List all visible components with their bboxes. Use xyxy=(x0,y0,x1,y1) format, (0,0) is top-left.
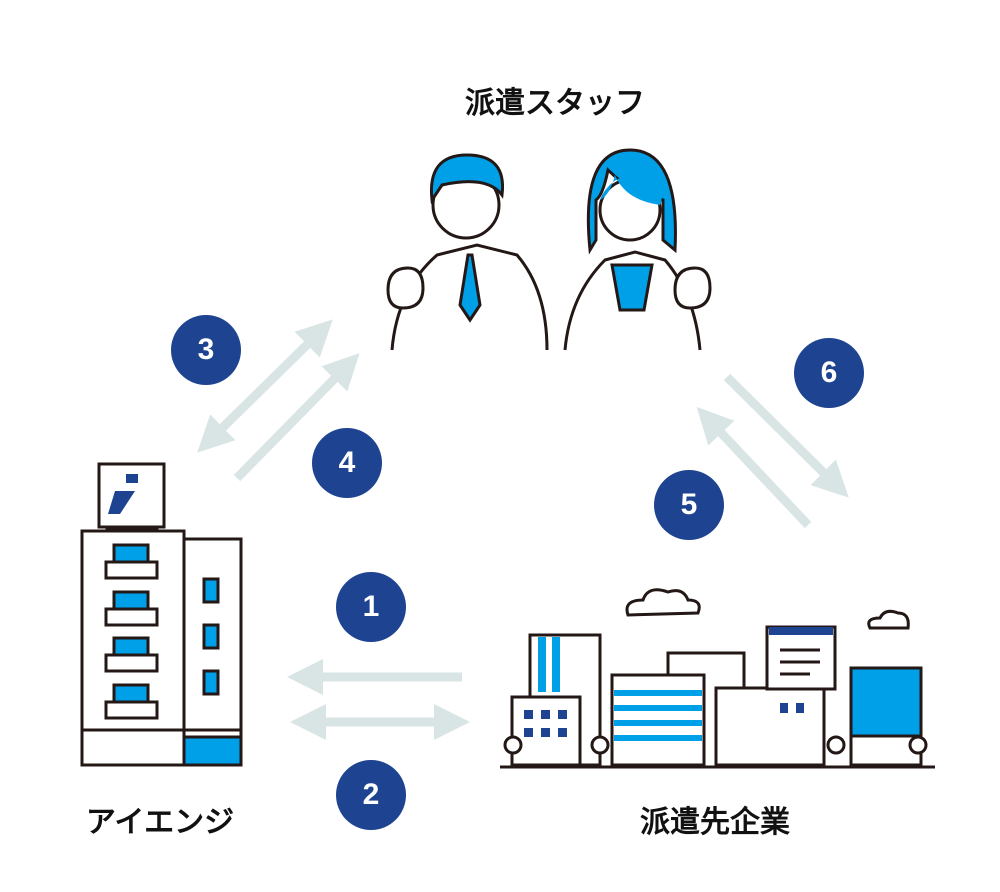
company-label: アイエンジ xyxy=(85,805,235,840)
step-4-badge: 4 xyxy=(312,428,382,498)
arrow-3 xyxy=(197,319,333,453)
arrow-6 xyxy=(723,373,849,498)
step-6-badge: 6 xyxy=(794,338,864,408)
staff-illustration xyxy=(386,148,712,351)
arrow-5 xyxy=(696,406,812,529)
step-2-badge: 2 xyxy=(336,760,406,830)
arrow-4 xyxy=(233,353,360,482)
aiengi-building-illustration xyxy=(80,462,243,767)
step-1-badge: 1 xyxy=(336,572,406,642)
staff-label: 派遣スタッフ xyxy=(465,86,645,121)
client-buildings-illustration xyxy=(500,588,935,769)
step-5-badge: 5 xyxy=(654,470,724,540)
client-label: 派遣先企業 xyxy=(640,805,790,840)
step-3-badge: 3 xyxy=(171,315,241,385)
